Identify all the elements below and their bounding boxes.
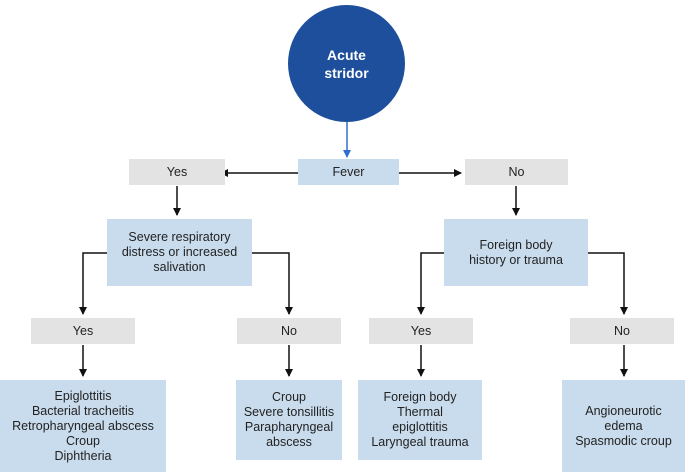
fever-yes-node: Yes — [129, 159, 225, 185]
right-no-label: No — [614, 323, 630, 338]
outcome-line: epiglottitis — [392, 420, 448, 434]
right-yes-label: Yes — [410, 323, 432, 338]
arrow-right-q-to-yes — [417, 252, 444, 315]
outcome-line: Croup — [65, 433, 101, 448]
respiratory-distress-question: Severe respiratory distress or increased… — [107, 219, 252, 286]
outcome-line: Spasmodic croup — [575, 433, 672, 448]
foreign-body-question: Foreign body history or trauma — [444, 219, 588, 286]
left-no-label: No — [281, 323, 297, 338]
fever-label: Fever — [332, 164, 365, 179]
arrow-left-q-to-yes — [79, 252, 107, 315]
outcome-epiglottitis-group: Epiglottitis Bacterial tracheitis Retrop… — [0, 380, 166, 472]
outcome-line: edema — [604, 418, 643, 433]
outcome-line: Retropharyngeal abscess — [12, 418, 154, 433]
question-line: Severe respiratory — [128, 230, 231, 244]
arrow-left-q-to-no — [252, 252, 293, 315]
outcome-line: Foreign body — [383, 390, 457, 404]
fever-yes-label: Yes — [166, 164, 188, 179]
start-label-line2: stridor — [324, 64, 369, 81]
right-no-node: No — [570, 318, 674, 344]
outcome-line: abscess — [266, 435, 312, 449]
outcome-line: Epiglottitis — [54, 388, 112, 403]
outcome-line: Parapharyngeal — [244, 420, 334, 434]
outcome-croup-group: Croup Severe tonsillitis Parapharyngeal … — [236, 380, 342, 460]
outcome-line: Thermal — [397, 405, 443, 419]
outcome-line: Angioneurotic — [585, 403, 662, 418]
arrow-right-q-to-no — [588, 252, 628, 315]
right-yes-node: Yes — [369, 318, 473, 344]
fever-no-label: No — [508, 164, 525, 179]
outcome-line: Croup — [271, 390, 307, 404]
outcome-angioneurotic-group: Angioneurotic edema Spasmodic croup — [562, 380, 685, 472]
outcome-line: Laryngeal trauma — [371, 435, 469, 449]
left-yes-node: Yes — [31, 318, 135, 344]
question-line: Foreign body — [479, 237, 553, 252]
start-label-line1: Acute — [327, 46, 366, 63]
outcome-foreign-body-group: Foreign body Thermal epiglottitis Laryng… — [358, 380, 482, 460]
question-line: history or trauma — [469, 252, 563, 267]
start-node-acute-stridor: Acute stridor — [288, 5, 405, 122]
outcome-line: Diphtheria — [54, 448, 112, 463]
outcome-line: Severe tonsillitis — [243, 405, 335, 419]
left-yes-label: Yes — [72, 323, 94, 338]
question-line: distress or increased — [121, 245, 238, 259]
left-no-node: No — [237, 318, 341, 344]
question-line: salivation — [153, 260, 206, 274]
fever-no-node: No — [465, 159, 568, 185]
outcome-line: Bacterial tracheitis — [31, 403, 135, 418]
fever-node: Fever — [298, 159, 399, 185]
